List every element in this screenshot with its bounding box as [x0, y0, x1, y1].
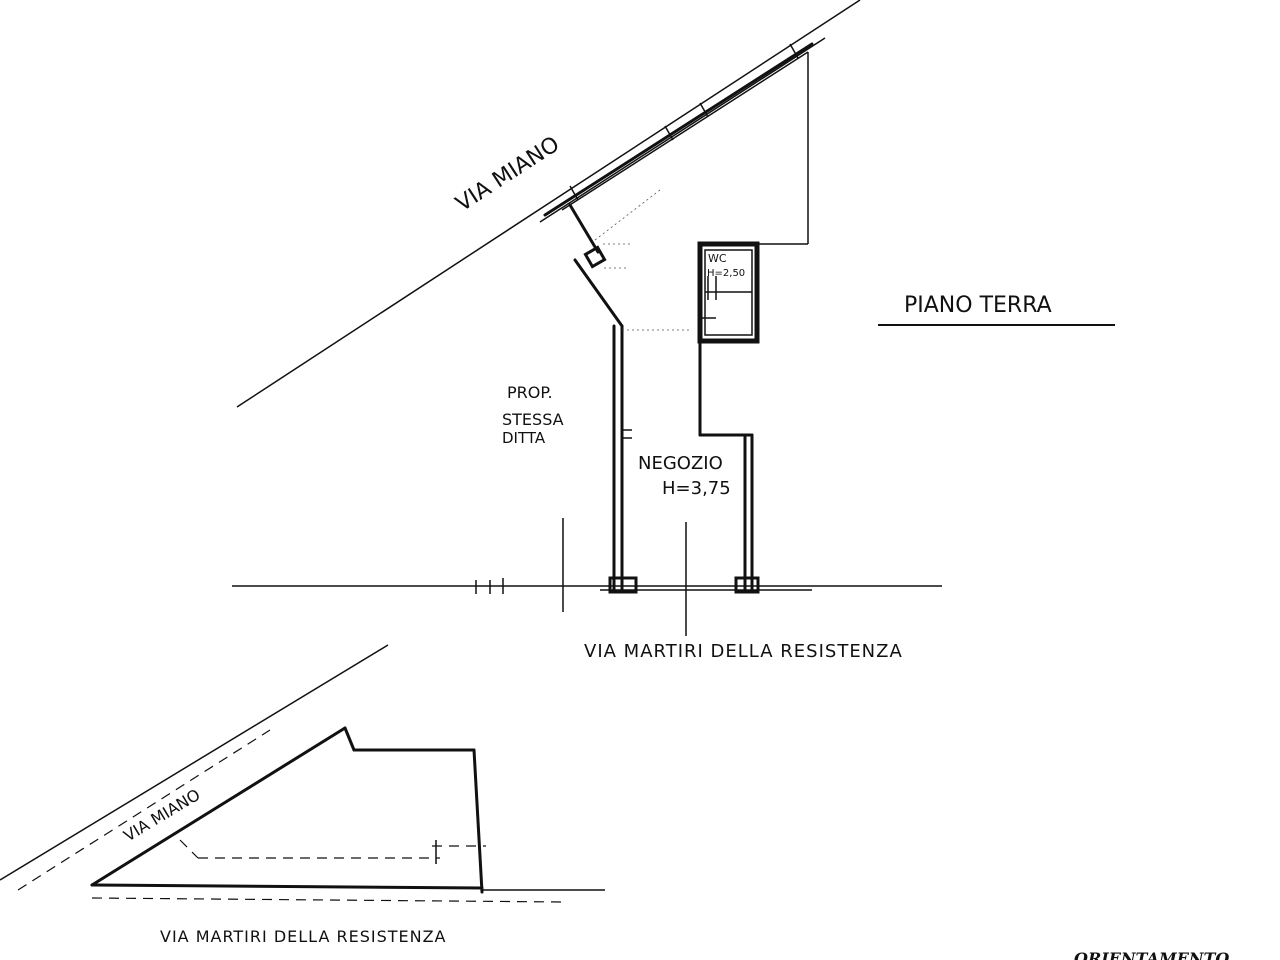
- prop-label-line1: PROP.: [507, 383, 553, 402]
- shop-name-label: NEGOZIO: [638, 453, 723, 474]
- floor-title: PIANO TERRA: [904, 293, 1052, 318]
- building-outline: [568, 52, 809, 592]
- prop-label-line2: STESSA: [502, 410, 564, 429]
- site-via-martiri-label: VIA MARTIRI DELLA RESISTENZA: [160, 927, 446, 946]
- prop-label-line3: DITTA: [502, 429, 546, 447]
- wc-height-label: H=2,50: [707, 268, 745, 279]
- front-street-line: [232, 518, 942, 636]
- wc-room: [697, 241, 760, 344]
- site-plan: [0, 644, 605, 903]
- via-miano-street-edge: [236, 0, 861, 408]
- via-martiri-label: VIA MARTIRI DELLA RESISTENZA: [584, 641, 903, 662]
- shop-height-label: H=3,75: [662, 478, 731, 499]
- orientation-label: ORIENTAMENTO: [1074, 949, 1229, 960]
- wc-name-label: WC: [708, 252, 727, 265]
- site-via-miano-label: VIA MIANO: [120, 785, 203, 845]
